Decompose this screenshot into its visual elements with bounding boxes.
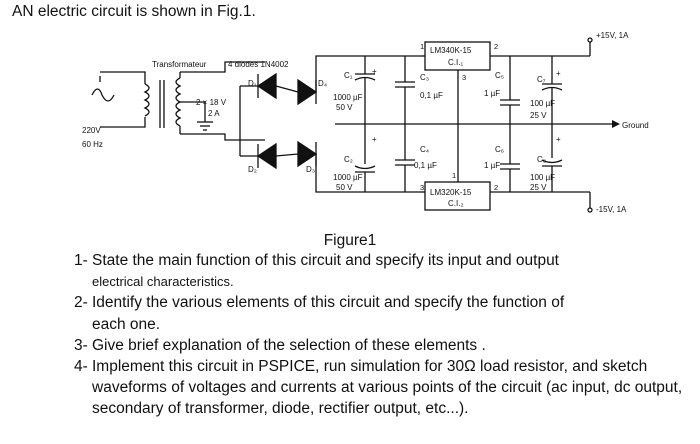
diode-d2 [256, 142, 277, 170]
label-ground: Ground [622, 121, 649, 130]
label-c1: C₁ [344, 71, 353, 80]
question-list: 1- State the main function of this circu… [74, 250, 694, 420]
label-ic2-pin2: 2 [494, 183, 498, 192]
label-c5-val: 1 µF [484, 89, 500, 98]
negative-rail [315, 154, 420, 193]
question-3: 3- Give brief explanation of the selecti… [74, 336, 486, 354]
label-c3: C₃ [420, 73, 429, 82]
intro-text: AN electric circuit is shown in Fig.1. [12, 3, 256, 20]
label-ic2-name: LM320K-15 [430, 188, 472, 197]
label-c2-v: 50 V [336, 183, 353, 192]
figure-caption: Figure1 [323, 232, 377, 249]
label-ic1-pin1: 1 [420, 42, 424, 51]
label-source-f: 60 Hz [82, 140, 103, 149]
label-c1-v: 50 V [336, 103, 353, 112]
label-c4-val: 0,1 µF [414, 161, 437, 170]
question-1: 1- State the main function of this circu… [74, 252, 559, 290]
label-c6-val: 1 µF [484, 161, 500, 170]
label-c7-val: 100 µF [530, 99, 555, 108]
label-c7: C₇ [537, 75, 546, 84]
label-ic2-ref: C.I.₂ [448, 199, 464, 208]
positive-rail [315, 55, 420, 92]
label-ic2-pin1: 1 [452, 171, 456, 180]
label-c1-plus: + [372, 67, 377, 76]
label-c7-v: 25 V [530, 111, 547, 120]
ac-source-icon [91, 76, 115, 102]
label-c5: C₅ [495, 71, 504, 80]
question-2: 2- Identify the various elements of this… [74, 294, 565, 333]
label-c1-val: 1000 µF [333, 93, 363, 102]
label-c2-val: 1000 µF [333, 173, 363, 182]
label-ic1-pin2: 2 [494, 42, 498, 51]
transformer-secondary [175, 77, 182, 127]
label-c7-plus: + [556, 69, 561, 78]
label-transformer: Transformateur [152, 60, 207, 69]
label-c8-v: 25 V [530, 183, 547, 192]
diode-d4 [297, 78, 318, 106]
label-d3: D₃ [306, 165, 315, 174]
label-c8-plus: + [556, 135, 561, 144]
label-ic1-name: LM340K-15 [430, 46, 472, 55]
ground-arrow-icon [612, 120, 620, 128]
label-diodes: 4 diodes 1N4002 [228, 60, 289, 69]
circuit-diagram: Transformateur 4 diodes 1N4002 220V 60 H… [82, 31, 649, 214]
label-secondary-a: 2 A [208, 109, 220, 118]
label-c8-val: 100 µF [530, 173, 555, 182]
label-out-pos: +15V, 1A [596, 31, 629, 40]
label-c2-plus: + [372, 135, 377, 144]
label-ic1-ref: C.I.₁ [448, 58, 463, 67]
label-d1: D₁ [248, 79, 257, 88]
label-c2: C₂ [344, 155, 353, 164]
label-ic1-pin3: 3 [462, 73, 466, 82]
label-source-v: 220V [82, 126, 101, 135]
label-d2: D₂ [248, 165, 257, 174]
diode-d3 [297, 140, 318, 168]
label-c6: C₆ [495, 145, 504, 154]
label-out-neg: -15V, 1A [596, 205, 627, 214]
label-c3-val: 0,1 µF [420, 91, 443, 100]
label-c4: C₄ [420, 145, 429, 154]
diode-d1 [256, 72, 277, 100]
question-4: 4- Implement this circuit in PSPICE, run… [74, 358, 683, 418]
label-c8: C₈ [537, 155, 546, 164]
label-d4: D₄ [318, 79, 327, 88]
label-ic2-pin3: 3 [420, 183, 424, 192]
transformer-primary [143, 83, 150, 117]
label-secondary-v: 2 × 18 V [196, 98, 227, 107]
